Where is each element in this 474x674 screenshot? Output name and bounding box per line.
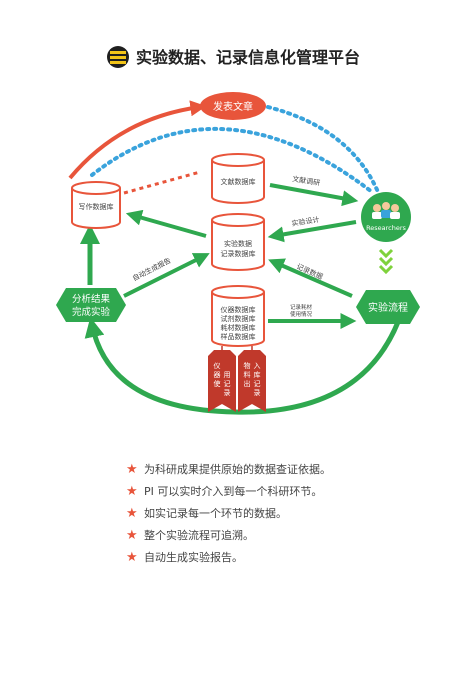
experiment-db-label-1: 实验数据 xyxy=(224,239,252,248)
tag-material-char-7: 录 xyxy=(254,389,261,397)
star-icon: ★ xyxy=(126,528,138,543)
instrument-db-label-2: 试剂数据库 xyxy=(221,314,256,323)
edge-label-experiment-design: 实验设计 xyxy=(291,215,320,228)
tag-instrument-char-3: 使 xyxy=(214,379,221,388)
list-item: ★ 为科研成果提供原始的数据查证依据。 xyxy=(126,462,331,484)
edge-label-record-material-1: 记录耗材 xyxy=(290,303,313,311)
tag-material-char-1: 物 xyxy=(244,361,251,370)
literature-db xyxy=(211,153,265,204)
feature-text: 为科研成果提供原始的数据查证依据。 xyxy=(144,463,331,476)
star-icon: ★ xyxy=(126,462,138,477)
researchers-icon xyxy=(372,202,400,219)
experiment-db-label-2: 记录数据库 xyxy=(221,249,256,258)
title-icon xyxy=(107,46,129,68)
instrument-db-label-1: 仪器数据库 xyxy=(221,305,256,314)
edge-label-auto-report: 自动生成报告 xyxy=(131,256,173,283)
tag-material-char-4: 入 xyxy=(254,362,261,370)
tag-instrument-char-4: 用 xyxy=(224,371,231,379)
experiment-db xyxy=(211,213,265,271)
tag-instrument-char-6: 录 xyxy=(224,389,231,397)
instrument-db-label-4: 样品数据库 xyxy=(221,332,256,341)
list-item: ★ 自动生成实验报告。 xyxy=(126,550,331,572)
star-icon: ★ xyxy=(126,506,138,521)
arc-writing-to-publish xyxy=(68,100,207,180)
feature-text: 如实记录每一个环节的数据。 xyxy=(144,507,287,520)
feature-list: ★ 为科研成果提供原始的数据查证依据。 ★ PI 可以实时介入到每一个科研环节。 ★… xyxy=(126,462,331,572)
publish-label: 发表文章 xyxy=(213,100,253,113)
arrow-literature-research xyxy=(269,183,359,207)
writing-db-label: 写作数据库 xyxy=(79,202,114,211)
feature-text: 整个实验流程可追溯。 xyxy=(144,529,254,542)
arc-dotted-inner xyxy=(90,126,374,194)
feature-text: PI 可以实时介入到每一个科研环节。 xyxy=(144,485,323,498)
star-icon: ★ xyxy=(126,550,138,565)
literature-db-label: 文献数据库 xyxy=(221,177,256,186)
tag-material-char-3: 出 xyxy=(244,379,251,388)
edge-label-literature-research: 文献调研 xyxy=(292,174,321,187)
list-item: ★ PI 可以实时介入到每一个科研环节。 xyxy=(126,484,331,506)
process-node xyxy=(356,290,420,324)
feature-text: 自动生成实验报告。 xyxy=(144,551,243,564)
tag-material-char-2: 料 xyxy=(244,370,251,379)
down-chevrons-icon xyxy=(378,248,394,275)
tag-instrument-char-1: 仪 xyxy=(214,362,221,370)
tag-material-char-6: 记 xyxy=(254,380,261,388)
dash-writing-literature xyxy=(123,170,201,195)
analysis-node xyxy=(56,288,126,322)
star-icon: ★ xyxy=(126,484,138,499)
analysis-label-2: 完成实验 xyxy=(72,306,111,318)
instrument-db xyxy=(211,285,265,347)
arrow-record-data xyxy=(268,258,353,298)
page-title: 实验数据、记录信息化管理平台 xyxy=(136,48,360,67)
publish-node xyxy=(200,92,266,120)
tag-instrument xyxy=(208,350,236,412)
list-item: ★ 如实记录每一个环节的数据。 xyxy=(126,506,331,528)
analysis-label-1: 分析结果 xyxy=(72,293,111,305)
researchers-label: Researchers xyxy=(366,224,406,232)
arrow-auto-report xyxy=(123,253,210,298)
tag-material-char-5: 库 xyxy=(254,370,261,379)
tag-instrument-char-5: 记 xyxy=(224,380,231,388)
tag-material xyxy=(238,350,266,412)
edge-label-record-material-2: 使用情况 xyxy=(290,310,313,318)
instrument-db-label-3: 耗材数据库 xyxy=(221,323,256,332)
arrow-experiment-design xyxy=(267,220,357,243)
tag-instrument-char-2: 器 xyxy=(214,371,221,379)
writing-db xyxy=(71,181,121,229)
arrow-to-writing-db xyxy=(125,209,207,238)
arc-publish-to-researchers xyxy=(266,105,380,194)
process-label: 实验流程 xyxy=(368,301,408,314)
arc-process-to-analysis xyxy=(84,317,401,415)
list-item: ★ 整个实验流程可追溯。 xyxy=(126,528,331,550)
